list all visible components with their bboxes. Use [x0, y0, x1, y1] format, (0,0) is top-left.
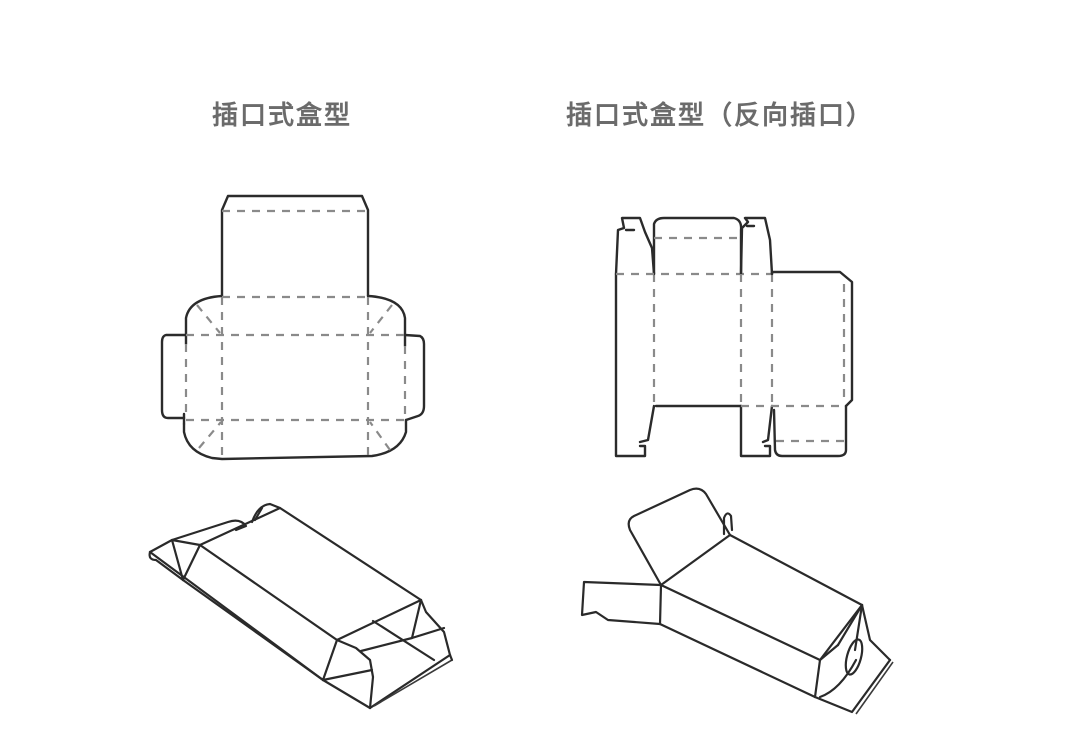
dieline-reverse-tuck-end-box: [614, 216, 854, 458]
folded-3d-reverse-tuck-end-box: [580, 487, 894, 715]
figure-title-reverse-tuck-end-box: 插口式盒型（反向插口）: [566, 101, 875, 131]
folded-3d-tuck-end-box: [148, 502, 454, 710]
dieline-tuck-end-box: [160, 194, 426, 461]
figure-title-tuck-end-box: 插口式盒型: [212, 101, 353, 131]
